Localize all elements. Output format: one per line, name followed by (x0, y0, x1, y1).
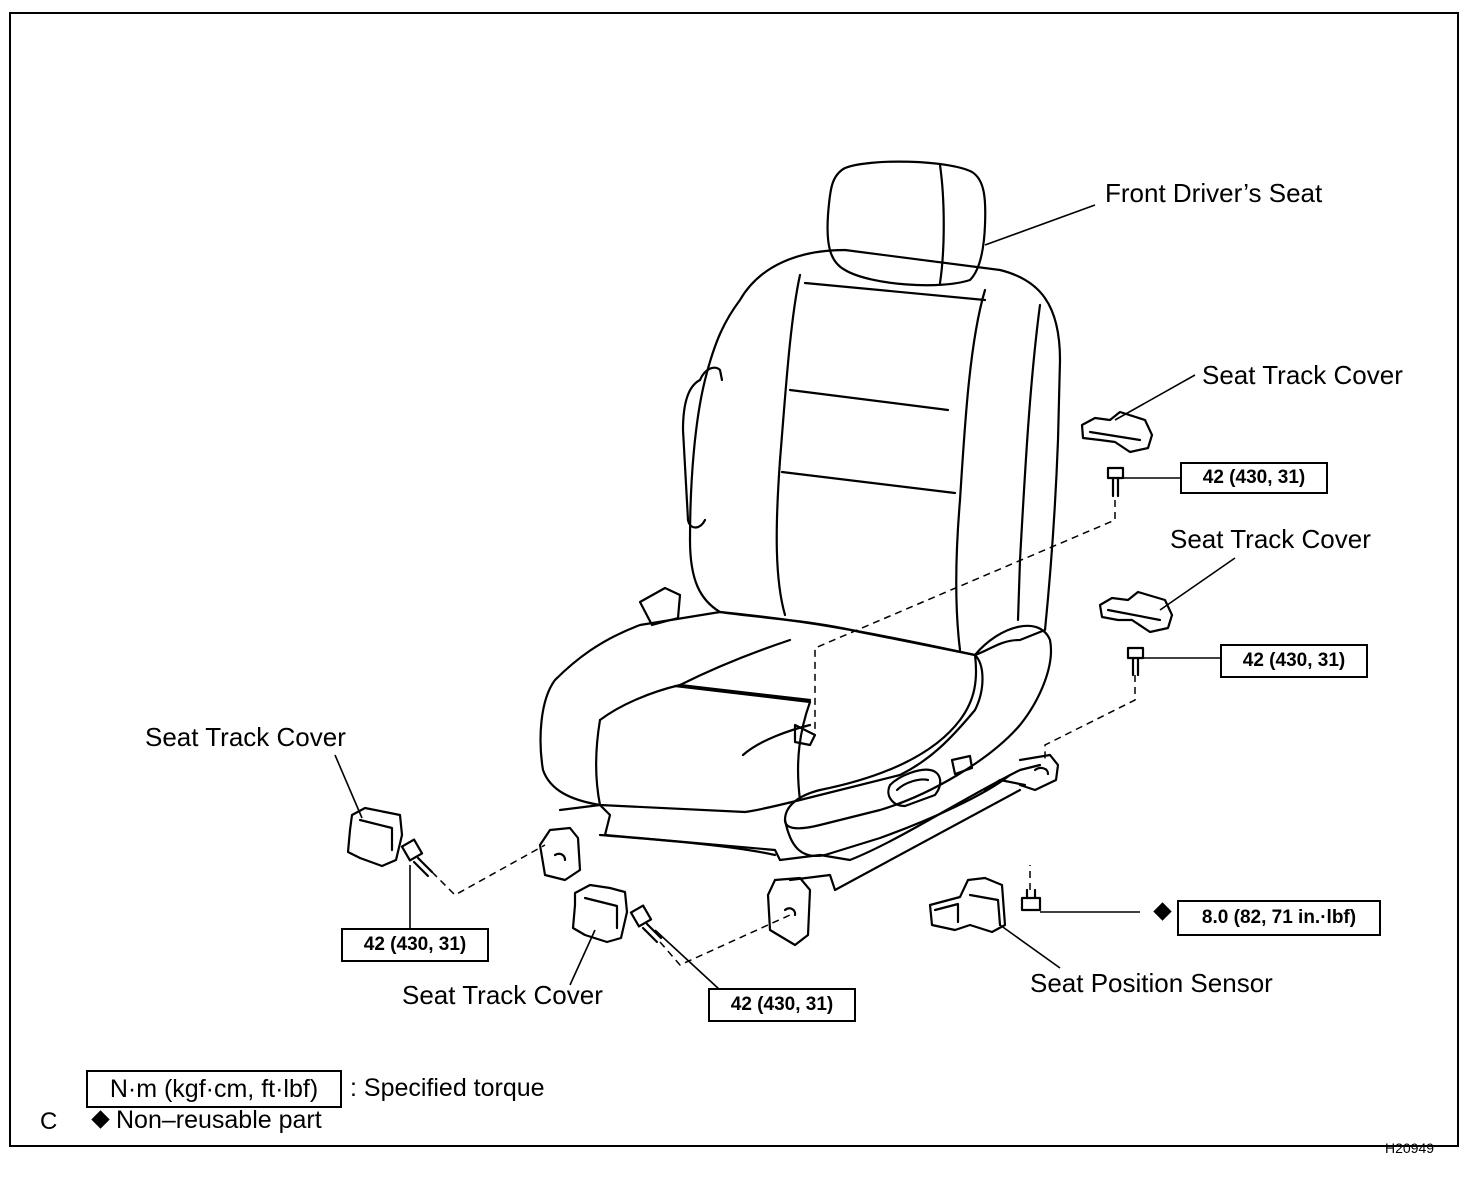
seatback-drawing (681, 248, 1062, 657)
label-seat-track-cover-left: Seat Track Cover (145, 722, 346, 752)
label-front-drivers-seat: Front Driver’s Seat (1105, 178, 1323, 208)
torque-box-upper-right: 42 (430, 31) (1180, 462, 1328, 494)
bolt-bottom (629, 904, 663, 944)
label-seat-position-sensor: Seat Position Sensor (1030, 968, 1273, 998)
bolt-left (400, 838, 434, 878)
torque-box-sensor: 8.0 (82, 71 in.·lbf) (1177, 900, 1381, 936)
legend-unit-box: N·m (kgf·cm, ft·lbf) (86, 1070, 342, 1108)
figure-id: H20949 (1385, 1140, 1435, 1156)
headrest-drawing (826, 160, 987, 287)
cushion-drawing (539, 586, 984, 814)
track-cover-part-left (346, 806, 404, 868)
track-cover-part-bottom (571, 883, 629, 944)
track-cover-part-mid-right (1098, 590, 1174, 634)
torque-box-left: 42 (430, 31) (341, 928, 489, 962)
side-panel-drawing (783, 624, 1053, 858)
seat-position-sensor-part (928, 876, 1007, 934)
rails-drawing (538, 753, 1060, 947)
torque-box-mid-right: 42 (430, 31) (1220, 644, 1368, 678)
track-cover-part-upper-right (1080, 410, 1154, 454)
label-seat-track-cover-upper-right: Seat Track Cover (1202, 360, 1403, 390)
torque-box-bottom: 42 (430, 31) (708, 988, 856, 1022)
bolt-upper-right (1106, 466, 1125, 498)
label-seat-track-cover-mid-right: Seat Track Cover (1170, 524, 1371, 554)
legend-non-reusable: Non–reusable part (116, 1106, 322, 1134)
bolt-mid-right (1126, 646, 1145, 677)
bolt-sensor (1020, 888, 1042, 912)
diagram-frame (9, 12, 1459, 1147)
legend-unit-description: : Specified torque (350, 1074, 545, 1102)
label-seat-track-cover-bottom: Seat Track Cover (402, 980, 603, 1010)
legend-corner-letter: C (40, 1108, 58, 1135)
